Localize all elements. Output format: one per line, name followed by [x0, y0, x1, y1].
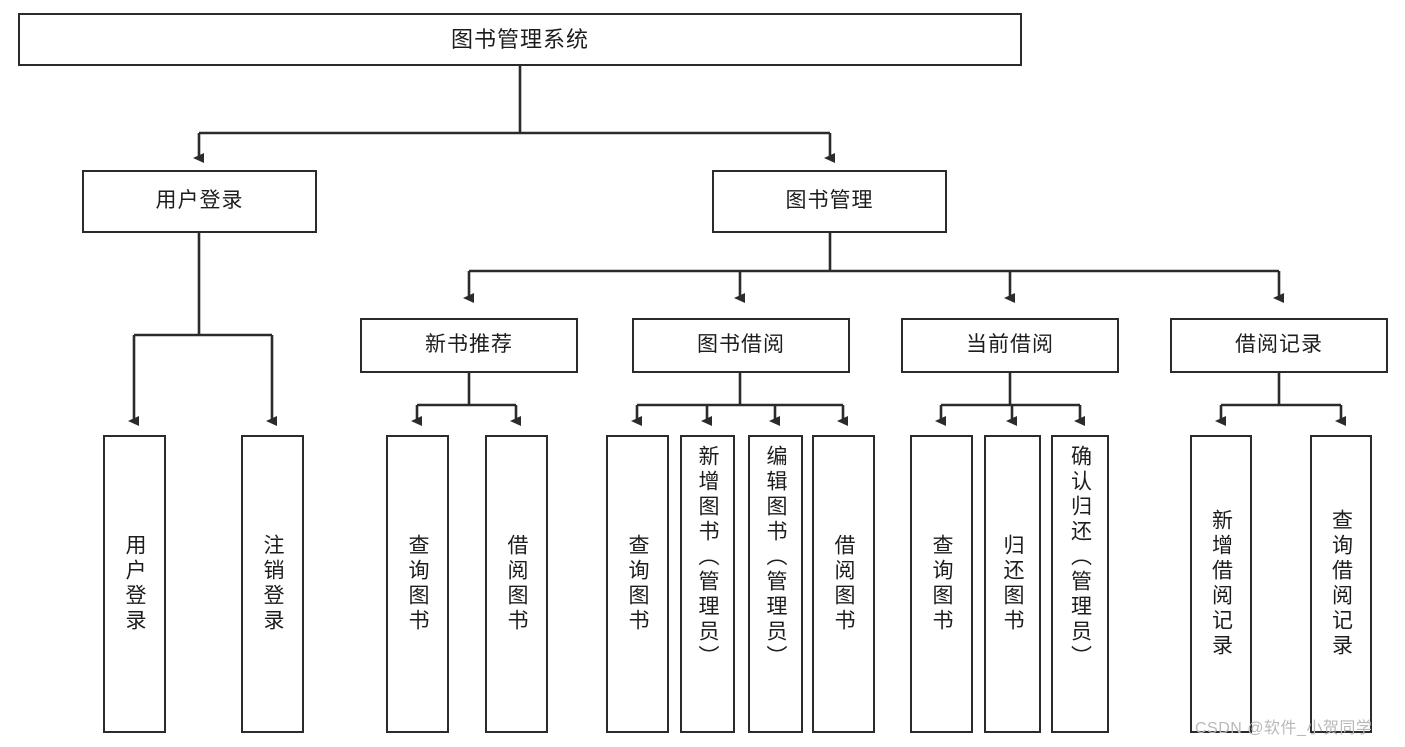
leaf-query-borrow-record-label: 查询借阅记录 [1329, 509, 1353, 659]
leaf-logout[interactable]: 注销登录 [241, 435, 304, 733]
leaf-user-login[interactable]: 用户登录 [103, 435, 166, 733]
leaf-add-book-admin[interactable]: 新增图书（管理员） [680, 435, 735, 733]
leaf-query-book-borrow-label: 查询图书 [626, 534, 649, 634]
leaf-add-book-admin-label: 新增图书（管理员） [696, 445, 719, 670]
leaf-add-borrow-record-label: 新增借阅记录 [1209, 509, 1233, 659]
node-book-management[interactable]: 图书管理 [712, 170, 947, 233]
node-new-book-recommend-label: 新书推荐 [425, 333, 513, 357]
node-book-borrow[interactable]: 图书借阅 [632, 318, 850, 373]
leaf-confirm-return-admin[interactable]: 确认归还（管理员） [1051, 435, 1109, 733]
node-book-borrow-label: 图书借阅 [697, 333, 785, 357]
leaf-query-borrow-record[interactable]: 查询借阅记录 [1310, 435, 1372, 733]
node-user-login-label: 用户登录 [155, 189, 244, 213]
node-user-login[interactable]: 用户登录 [82, 170, 317, 233]
node-book-management-label: 图书管理 [785, 189, 874, 213]
watermark: CSDN @软件_小贺同学 [1195, 720, 1373, 737]
leaf-confirm-return-admin-label: 确认归还（管理员） [1068, 445, 1092, 670]
node-new-book-recommend[interactable]: 新书推荐 [360, 318, 578, 373]
leaf-edit-book-admin-label: 编辑图书（管理员） [764, 445, 787, 670]
node-current-borrow[interactable]: 当前借阅 [901, 318, 1119, 373]
leaf-borrow-book[interactable]: 借阅图书 [812, 435, 875, 733]
leaf-return-book-label: 归还图书 [1001, 534, 1024, 634]
leaf-logout-label: 注销登录 [261, 534, 284, 634]
leaf-query-book-current-label: 查询图书 [930, 534, 953, 634]
leaf-edit-book-admin[interactable]: 编辑图书（管理员） [748, 435, 803, 733]
leaf-add-borrow-record[interactable]: 新增借阅记录 [1190, 435, 1252, 733]
node-root-label: 图书管理系统 [450, 26, 589, 52]
leaf-query-book-recommend[interactable]: 查询图书 [386, 435, 449, 733]
node-borrow-record-label: 借阅记录 [1235, 333, 1323, 357]
leaf-user-login-label: 用户登录 [123, 534, 146, 634]
node-root[interactable]: 图书管理系统 [18, 13, 1022, 66]
node-current-borrow-label: 当前借阅 [966, 333, 1054, 357]
leaf-borrow-book-recommend-label: 借阅图书 [505, 534, 528, 634]
node-borrow-record[interactable]: 借阅记录 [1170, 318, 1388, 373]
leaf-return-book[interactable]: 归还图书 [984, 435, 1041, 733]
leaf-query-book-borrow[interactable]: 查询图书 [606, 435, 669, 733]
leaf-borrow-book-recommend[interactable]: 借阅图书 [485, 435, 548, 733]
leaf-borrow-book-label: 借阅图书 [832, 534, 855, 634]
leaf-query-book-recommend-label: 查询图书 [406, 534, 429, 634]
leaf-query-book-current[interactable]: 查询图书 [910, 435, 973, 733]
